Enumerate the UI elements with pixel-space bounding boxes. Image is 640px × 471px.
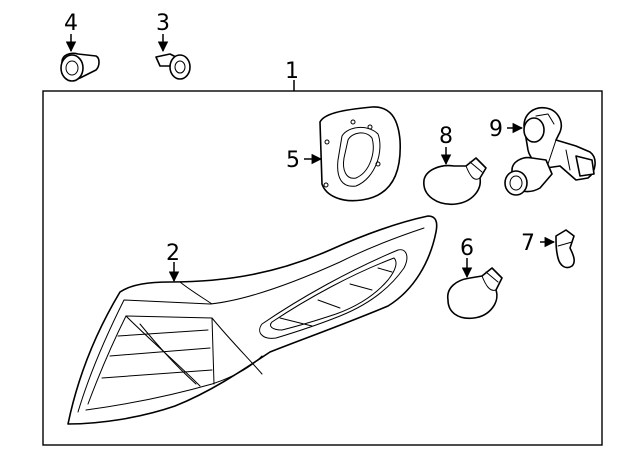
bulb-part-7 (555, 229, 575, 269)
clip-part (155, 53, 191, 80)
callout-7: 7 (521, 231, 535, 256)
callout-3: 3 (156, 11, 170, 36)
callout-8: 8 (439, 124, 453, 149)
lamp-lens-part (67, 215, 438, 425)
bulb-part-8 (423, 157, 487, 205)
callout-2: 2 (166, 241, 180, 266)
callout-5: 5 (286, 148, 300, 173)
socket-harness-part (504, 106, 596, 196)
callout-4: 4 (64, 11, 78, 36)
callout-1: 1 (285, 59, 299, 84)
gasket-part (319, 106, 401, 202)
grommet-part (60, 52, 100, 82)
bulb-part-6 (446, 267, 503, 320)
callout-9: 9 (489, 117, 503, 142)
assembly-frame (42, 90, 603, 446)
callout-6: 6 (460, 236, 474, 261)
